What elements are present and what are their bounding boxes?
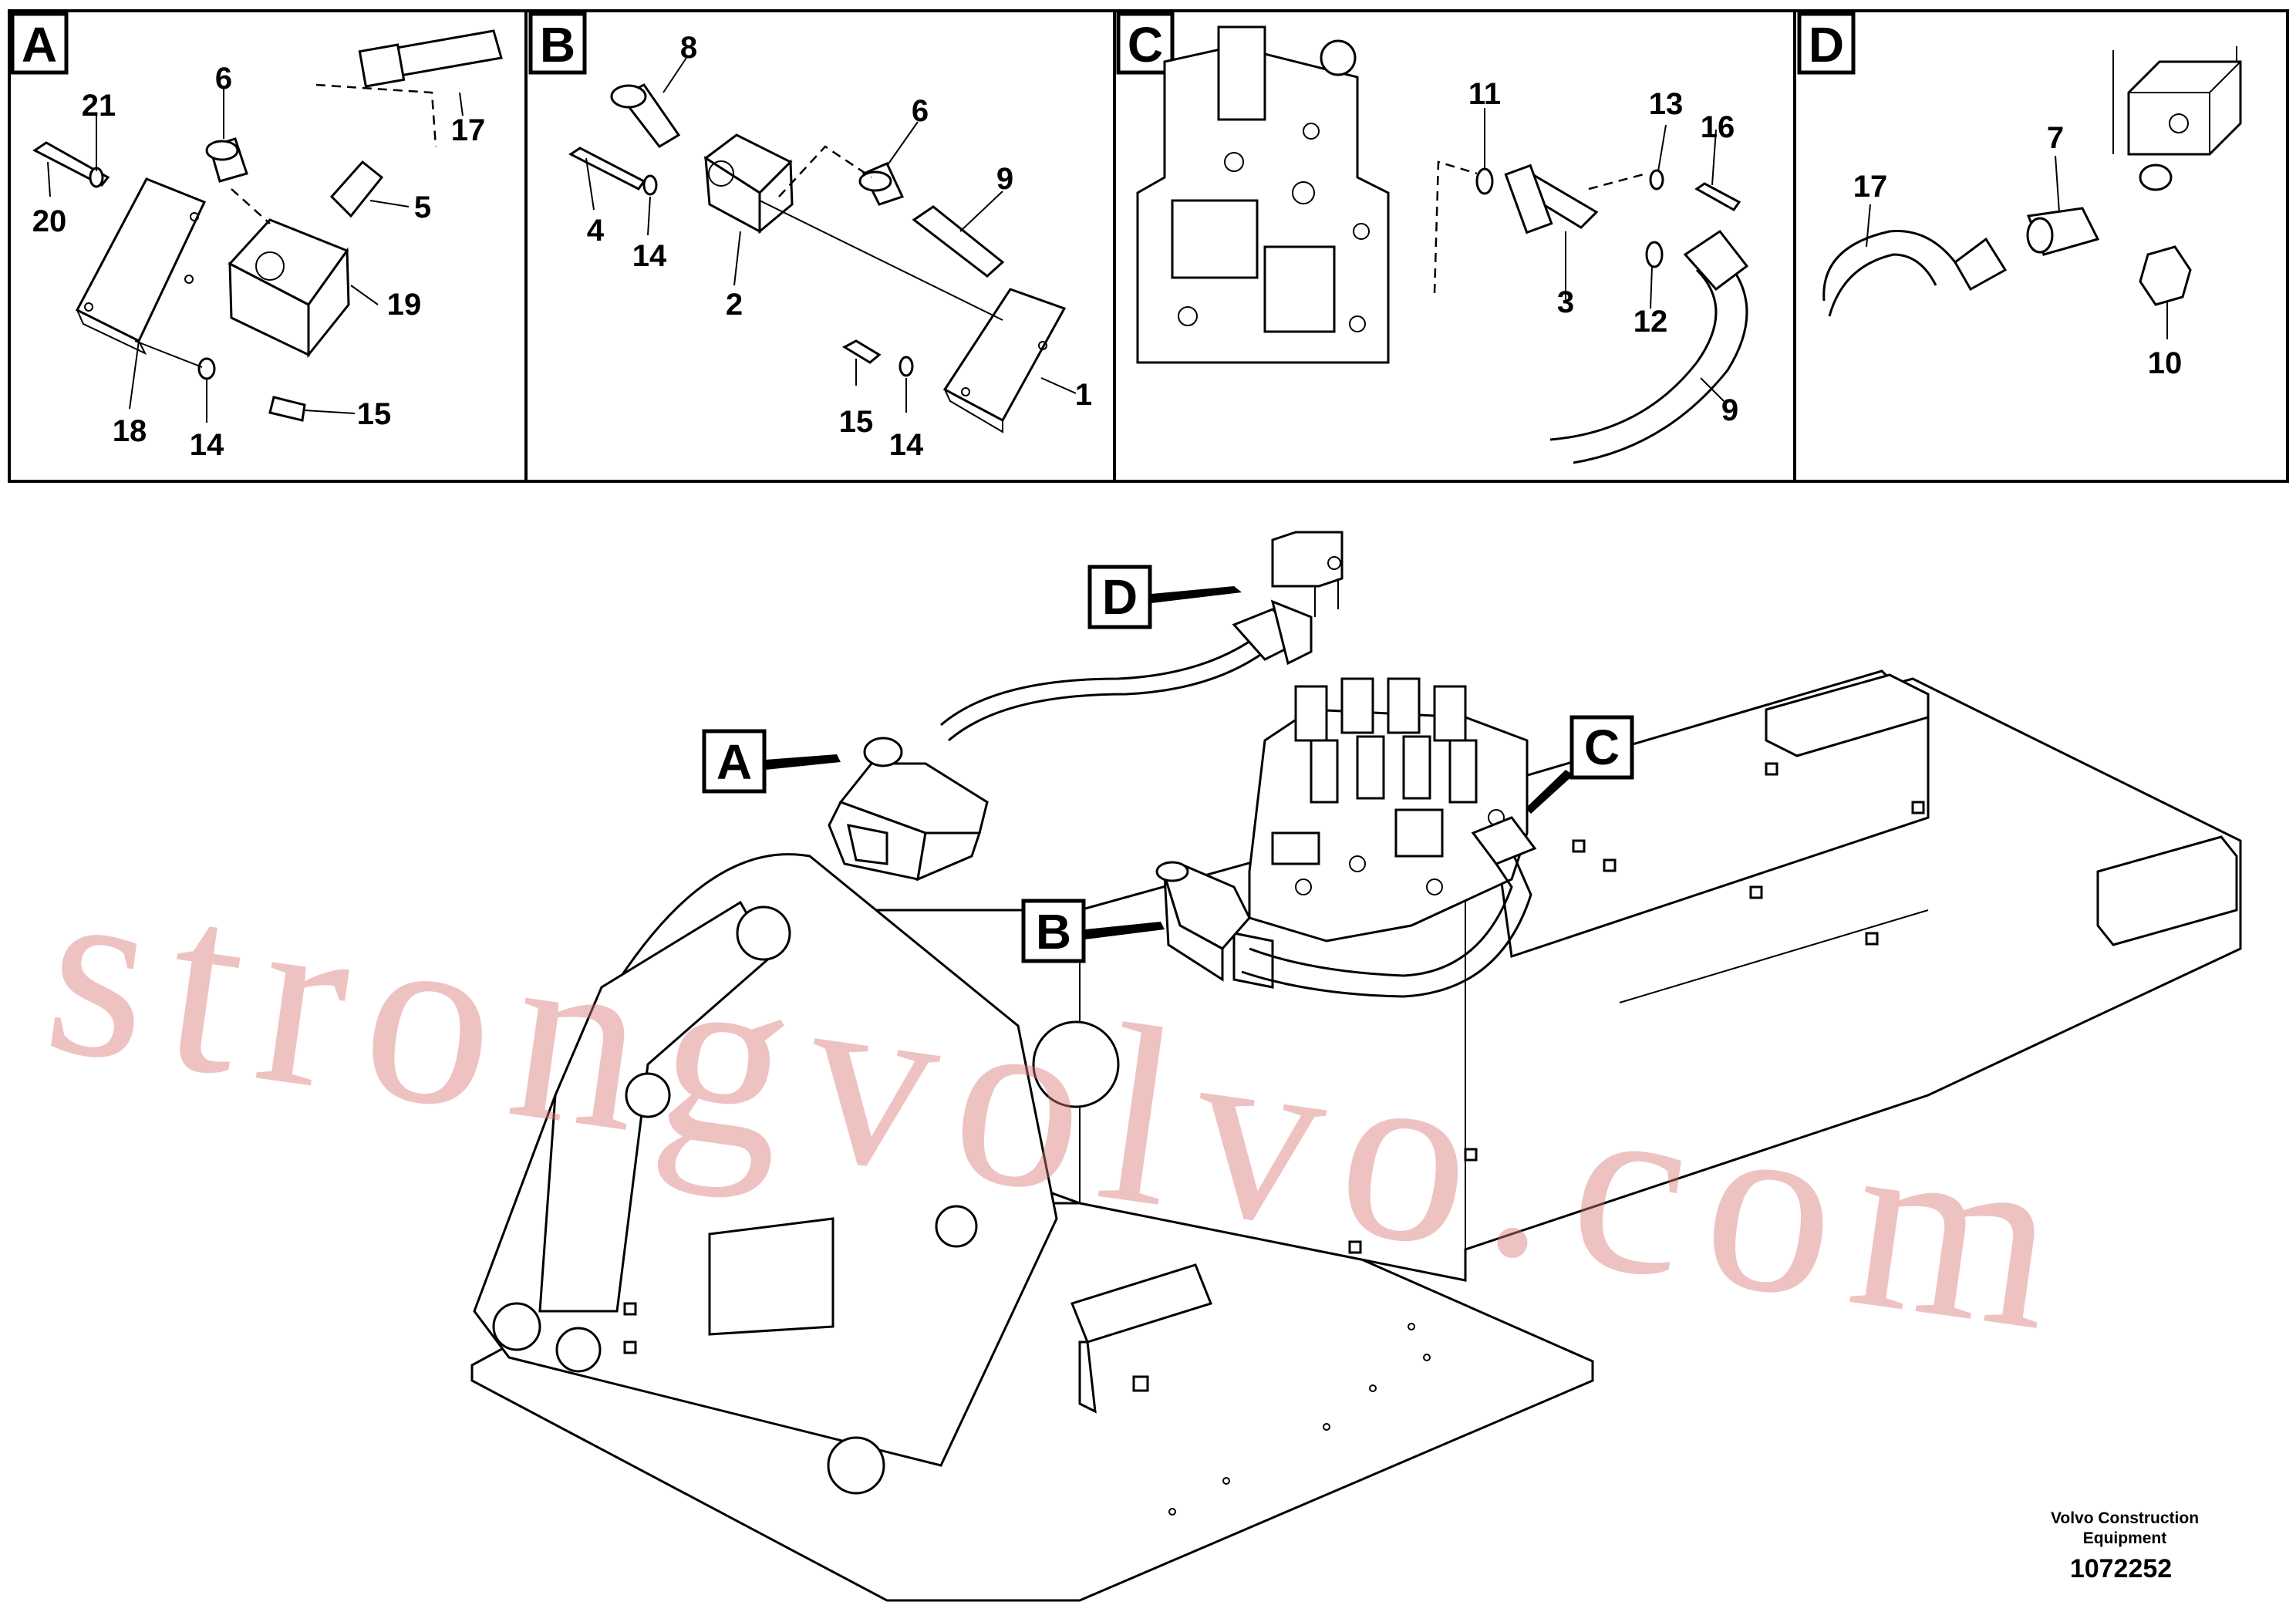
label-17-a: 17: [451, 113, 486, 147]
panel-b-letter-box: B: [528, 12, 587, 75]
panel-c-letter-box: C: [1116, 12, 1175, 75]
bolt-16: [1694, 182, 1741, 211]
label-15-b: 15: [839, 405, 874, 439]
label-9-b: 9: [996, 162, 1013, 196]
label-4: 4: [587, 214, 605, 248]
panel-a-letter-box: A: [10, 12, 69, 75]
footer-company-line2: Equipment: [2083, 1529, 2167, 1547]
detail-panels: [8, 9, 2289, 483]
main-assembly: [470, 531, 2242, 1602]
panel-b-letter: B: [540, 17, 575, 73]
block-b-assembly: [1155, 861, 1251, 982]
label-11: 11: [1468, 77, 1501, 111]
hose-b-to-c: [1249, 840, 1513, 977]
bracket-bore-2: [1032, 1020, 1120, 1108]
cap-nut-10: [2139, 245, 2192, 306]
washer-14-b1: [642, 174, 658, 196]
label-6-a: 6: [215, 62, 232, 96]
step-block: [1070, 1263, 1212, 1344]
hose-9-b: [912, 205, 1005, 278]
hose-d-to-a: [940, 635, 1258, 727]
panel-a: A 6 21 17 5 20 19 18 14: [10, 12, 503, 462]
label-20: 20: [32, 204, 67, 238]
label-8: 8: [680, 31, 697, 65]
panel-d-letter: D: [1809, 17, 1844, 73]
label-16: 16: [1701, 110, 1735, 144]
cover-plate-18: [75, 177, 207, 343]
callout-c: C: [1526, 715, 1634, 814]
label-12: 12: [1633, 305, 1668, 339]
label-9-c: 9: [1721, 393, 1738, 427]
o-ring-11: [1475, 167, 1494, 195]
label-19: 19: [387, 288, 422, 322]
label-21: 21: [82, 89, 116, 123]
label-5: 5: [414, 191, 431, 224]
panel-d: D 17 7 10: [1797, 12, 2242, 380]
washer-13: [1649, 169, 1664, 191]
label-14-a: 14: [190, 428, 224, 462]
bolt-15-b: [841, 339, 882, 364]
washer-14-a: [197, 357, 216, 380]
drawing-number: 1072252: [2070, 1554, 2172, 1583]
callout-a-letter: A: [716, 734, 752, 790]
label-1: 1: [1075, 378, 1092, 412]
valve-block-d-main: [1271, 531, 1344, 588]
label-14-b1: 14: [632, 239, 667, 273]
block-a-assembly: [828, 737, 989, 882]
footer-company-line1: Volvo Construction: [2051, 1509, 2199, 1527]
panel-a-letter: A: [22, 17, 57, 73]
adapter-d: [2139, 164, 2173, 191]
callout-d-letter: D: [1102, 569, 1138, 625]
label-14-b2: 14: [889, 428, 924, 462]
label-17-d: 17: [1853, 170, 1888, 204]
control-valve-c: [1136, 25, 1390, 364]
label-2: 2: [726, 288, 743, 322]
hose-9-c: [1549, 268, 1718, 441]
callout-a: A: [702, 729, 841, 794]
washer-14-b2: [899, 356, 914, 377]
callout-d: D: [1087, 565, 1242, 629]
panel-d-letter-box: D: [1797, 12, 1856, 75]
panel-c: C 11 13 16 3 1: [1116, 12, 1749, 464]
hose-17-d: [1822, 230, 1957, 302]
rail-mount-block-1: [1765, 673, 1930, 757]
bolt-4: [568, 147, 646, 191]
panel-c-letter: C: [1128, 17, 1163, 73]
label-10: 10: [2148, 346, 2183, 380]
main-control-valve: [1232, 677, 1529, 989]
plate-1: [942, 288, 1067, 423]
callout-c-letter: C: [1584, 720, 1620, 775]
bracket-bore-1: [736, 905, 791, 961]
label-3: 3: [1557, 285, 1574, 319]
footer: Volvo Construction Equipment 1072252: [2051, 1509, 2199, 1583]
elbow-5: [329, 160, 384, 218]
o-ring-12: [1645, 241, 1664, 268]
label-7: 7: [2047, 121, 2064, 155]
callout-b: B: [1021, 899, 1165, 963]
bolt-15-a: [268, 396, 306, 422]
label-13: 13: [1649, 87, 1684, 121]
label-18: 18: [113, 414, 147, 448]
panel-b: B 8 6 9 4 14 2 15 14: [528, 12, 1092, 462]
label-6-b: 6: [912, 94, 929, 128]
rail-mount-block-2: [2096, 835, 2238, 946]
valve-block-d: [2127, 60, 2242, 156]
callout-b-letter: B: [1036, 904, 1071, 959]
label-15-a: 15: [357, 397, 392, 431]
